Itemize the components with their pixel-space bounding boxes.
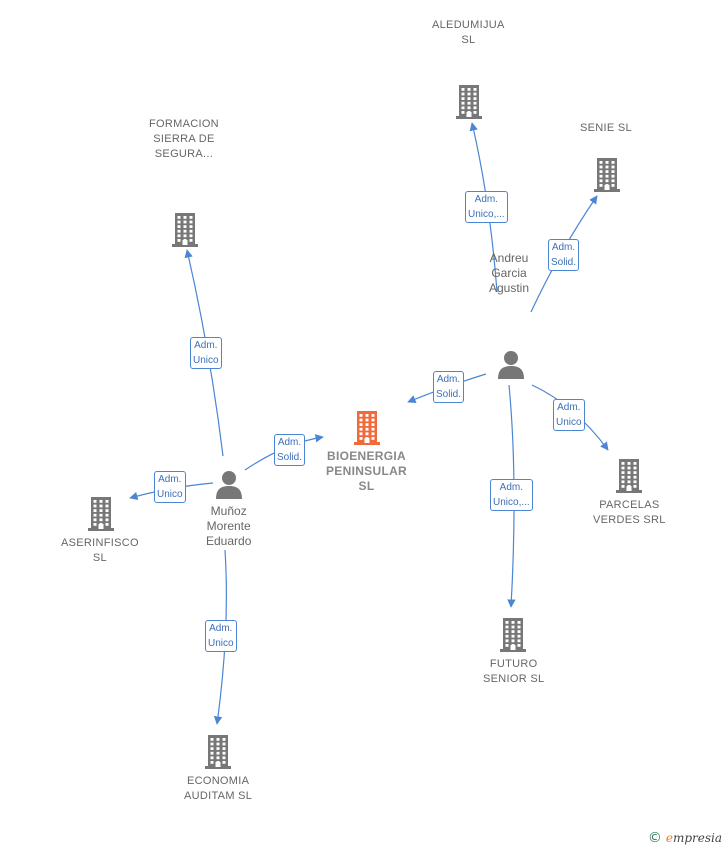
edge-label-andreu-parcelas[interactable]: Adm. Unico	[553, 399, 585, 431]
edge-label-line: Adm.	[557, 402, 581, 413]
node-label-line: Andreu	[489, 251, 529, 265]
company-label-economia: ECONOMIA AUDITAM SL	[184, 774, 252, 804]
company-label-futuro: FUTURO SENIOR SL	[483, 657, 544, 687]
node-label-line: SIERRA DE	[153, 133, 215, 145]
node-label-line: ASERINFISCO	[61, 537, 139, 549]
edge-label-munoz-economia[interactable]: Adm. Unico	[205, 620, 237, 652]
edge-label-munoz-formacion[interactable]: Adm. Unico	[190, 337, 222, 369]
edge-label-line: Adm.	[158, 474, 182, 485]
node-label-line: ECONOMIA	[186, 775, 250, 787]
edge-label-andreu-center[interactable]: Adm. Solid.	[433, 371, 465, 403]
node-label-line: PARCELAS	[599, 499, 660, 511]
building-icon-aledumijua[interactable]	[456, 85, 482, 119]
edge-label-line: Unico	[193, 355, 219, 366]
node-label-line: Garcia	[491, 266, 527, 280]
edge-label-andreu-futuro[interactable]: Adm. Unico,...	[490, 479, 533, 511]
node-label-line: SENIOR SL	[483, 673, 545, 685]
edge-label-line: Solid.	[277, 452, 303, 463]
company-label-senie: SENIE SL	[580, 121, 632, 136]
node-label-line: SENIE SL	[580, 122, 632, 134]
edge-label-line: Unico,...	[493, 497, 530, 508]
node-label-line: SL	[92, 552, 107, 564]
node-label-line: ALEDUMIJUA	[432, 19, 505, 31]
person-icon-munoz[interactable]	[216, 471, 242, 499]
company-label-asesinfisco: ASERINFISCO SL	[61, 536, 139, 566]
node-label-line: FUTURO	[489, 658, 538, 670]
node-label-line: AUDITAM SL	[184, 790, 253, 802]
building-icon-asesinfisco[interactable]	[88, 497, 114, 531]
node-label-line: Agustin	[489, 281, 530, 295]
edge-label-andreu-aledumijua[interactable]: Adm. Unico,...	[465, 191, 508, 223]
building-icon-center[interactable]	[354, 411, 380, 445]
copyright-symbol: ©	[647, 830, 662, 846]
edge-label-line: Solid.	[551, 257, 577, 268]
edge-label-line: Adm.	[551, 242, 576, 253]
edge-label-line: Adm.	[277, 437, 302, 448]
person-icon-andreu[interactable]	[498, 351, 524, 379]
brand-initial: e	[665, 831, 673, 845]
building-icon-parcelas[interactable]	[616, 459, 642, 493]
node-label-line: Muñoz	[210, 504, 247, 518]
edge-label-line: Solid.	[436, 389, 462, 400]
node-label-line: Eduardo	[206, 534, 252, 548]
edge-label-line: Unico	[556, 417, 582, 428]
brand-rest: mpresia	[672, 831, 722, 845]
edge-label-line: Adm.	[209, 623, 233, 634]
footer-brand: © empresia	[648, 830, 722, 846]
node-label-line: SL	[358, 479, 375, 493]
node-label-line: BIOENERGIA	[327, 449, 407, 463]
brand-logo: empresia	[666, 831, 722, 845]
node-label-line: SL	[461, 34, 476, 46]
edge-label-line: Adm.	[436, 374, 461, 385]
edge-label-line: Adm.	[499, 482, 524, 493]
company-label-aledumijua: ALEDUMIJUA SL	[432, 18, 505, 48]
node-label-line: FORMACION	[149, 118, 219, 130]
edge-label-line: Adm.	[194, 340, 218, 351]
edge-label-andreu-senie[interactable]: Adm. Solid.	[548, 239, 580, 271]
edge-label-line: Unico	[157, 489, 183, 500]
edge-label-line: Unico,...	[468, 209, 505, 220]
building-icon-formacion[interactable]	[172, 213, 198, 247]
edge-label-munoz-center[interactable]: Adm. Solid.	[274, 434, 306, 466]
edge-label-line: Adm.	[474, 194, 499, 205]
building-icon-economia[interactable]	[205, 735, 231, 769]
company-label-formacion: FORMACION SIERRA DE SEGURA...	[149, 117, 219, 162]
edge-label-line: Unico	[208, 638, 234, 649]
edge-label-munoz-asesinfisco[interactable]: Adm. Unico	[154, 471, 186, 503]
node-label-line: PENINSULAR	[326, 464, 408, 478]
company-label-parcelas: PARCELAS VERDES SRL	[593, 498, 666, 528]
node-label-line: VERDES SRL	[593, 514, 666, 526]
node-label-line: Morente	[206, 519, 251, 533]
building-icon-senie[interactable]	[594, 158, 620, 192]
building-icon-futuro[interactable]	[500, 618, 526, 652]
node-label-line: SEGURA...	[154, 148, 214, 160]
